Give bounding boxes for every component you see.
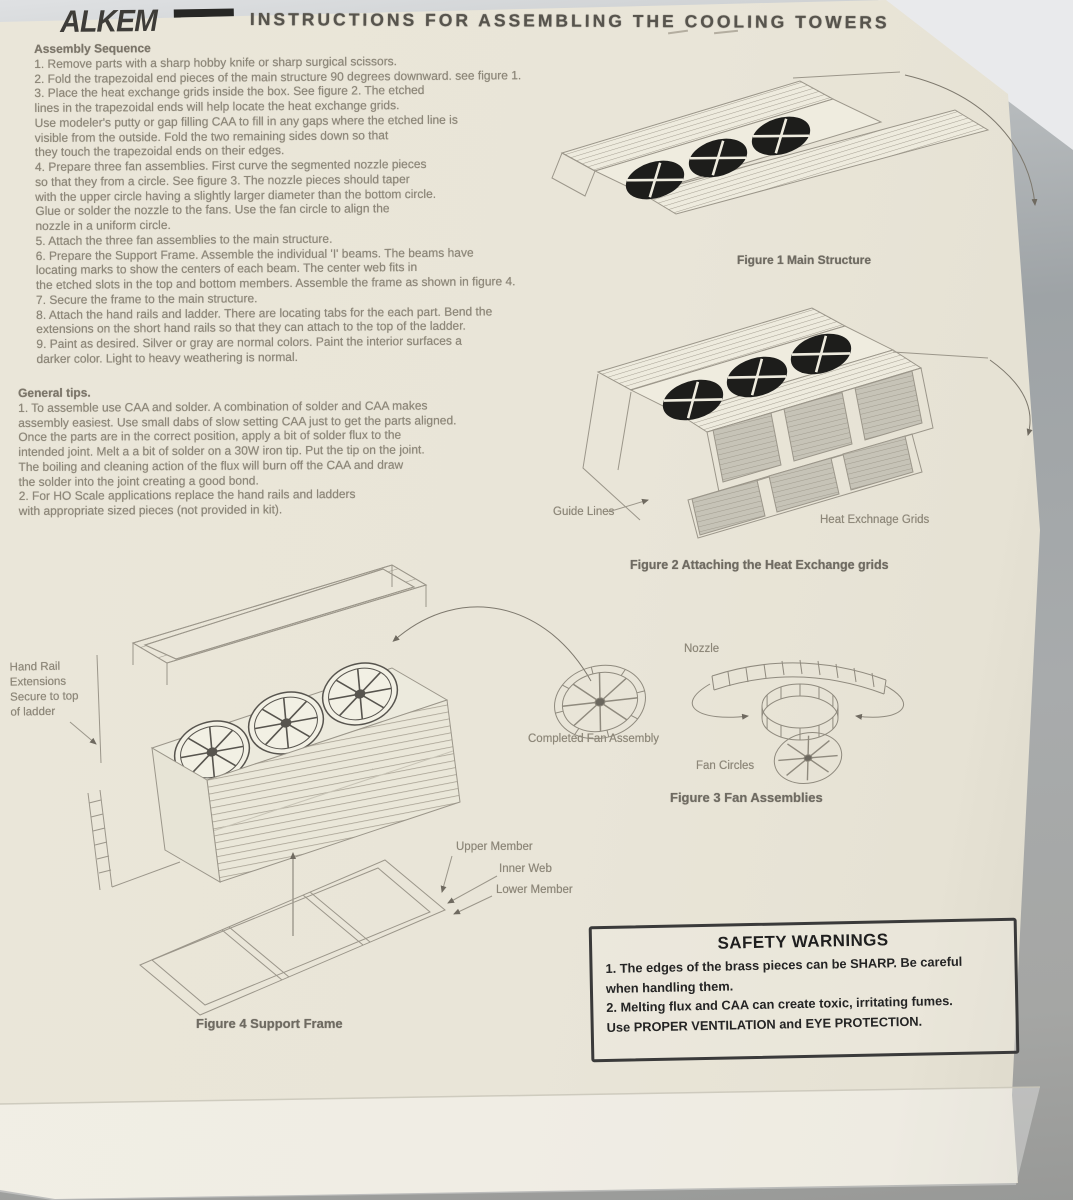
completed-fan-assembly-label: Completed Fan Assembly xyxy=(528,733,660,745)
safety-warnings-box: SAFETY WARNINGS 1. The edges of the bras… xyxy=(588,917,1020,1063)
text-line: Hand Rail xyxy=(9,660,61,674)
alkem-brand-logo: ALKEM xyxy=(60,2,158,39)
text-line: Secure to top xyxy=(10,690,79,704)
safety-warnings-lines: 1. The edges of the brass pieces can be … xyxy=(592,951,1015,1037)
upper-member-label: Upper Member xyxy=(456,841,533,853)
figure2-caption: Figure 2 Attaching the Heat Exchange gri… xyxy=(630,558,889,572)
inner-web-label: Inner Web xyxy=(499,863,552,875)
figure3-caption: Figure 3 Fan Assemblies xyxy=(670,790,823,805)
text-line: Extensions xyxy=(9,675,67,689)
general-tips-section: General tips. 1. To assemble use CAA and… xyxy=(18,383,457,518)
figure4-caption: Figure 4 Support Frame xyxy=(196,1016,343,1031)
text-line: The boiling and cleaning action of the f… xyxy=(18,457,404,474)
assembly-sequence-section: Assembly Sequence 1. Remove parts with a… xyxy=(34,38,524,366)
nozzle-label: Nozzle xyxy=(684,643,720,655)
figure1-caption: Figure 1 Main Structure xyxy=(737,253,872,267)
general-tips-lines: 1. To assemble use CAA and solder. A com… xyxy=(18,398,457,519)
lower-member-label: Lower Member xyxy=(496,884,573,896)
text-line: with appropriate sized pieces (not provi… xyxy=(18,502,283,518)
heat-exchange-grids-label: Heat Exchnage Grids xyxy=(820,514,930,526)
page-title: INSTRUCTIONS FOR ASSEMBLING THE COOLING … xyxy=(249,9,890,33)
guide-lines-label: Guide Lines xyxy=(553,506,615,518)
text-line: of ladder xyxy=(10,705,56,719)
fan-circles-label: Fan Circles xyxy=(696,760,755,772)
assembly-sequence-lines: 1. Remove parts with a sharp hobby knife… xyxy=(34,53,523,367)
